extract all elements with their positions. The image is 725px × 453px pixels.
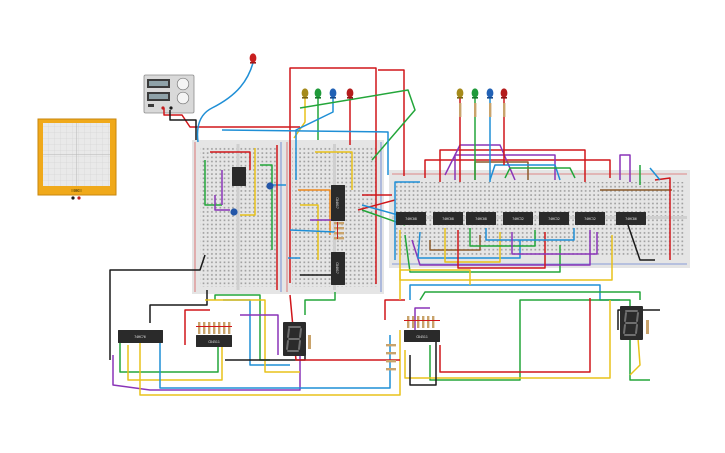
- voltage-knob[interactable]: [176, 77, 190, 91]
- resistor-display-1: [308, 335, 311, 349]
- led-red: [500, 88, 508, 99]
- resistor-bank-bottom-middle[interactable]: [404, 316, 440, 328]
- chip-74hc32-1: 74HC32: [503, 212, 533, 225]
- chip-bottom-left-2[interactable]: CD4511: [196, 335, 232, 347]
- chip-bottom-left-1[interactable]: 74HC76: [118, 330, 163, 343]
- svg-text:74HC08: 74HC08: [405, 217, 417, 221]
- svg-text:CD4511: CD4511: [416, 335, 428, 339]
- svg-text:74HC86: 74HC86: [625, 217, 637, 221]
- resistor-bank-middle[interactable]: [334, 222, 344, 240]
- led-yellow: [456, 88, 464, 99]
- power-supply[interactable]: [143, 74, 195, 114]
- chip-left-small[interactable]: [232, 167, 246, 186]
- chip-74hc08-3: 74HC08: [466, 212, 496, 225]
- chip-74hc08-1: 74HC08: [396, 212, 426, 225]
- led-yellow: [301, 88, 309, 99]
- oscilloscope-tag: OSC: [74, 188, 80, 192]
- current-knob[interactable]: [176, 91, 190, 105]
- chips-right-row[interactable]: 74HC08 74HC08 74HC08 74HC32 74HC32 74HC3…: [396, 212, 646, 225]
- capacitor-left-2[interactable]: [230, 208, 238, 216]
- oscilloscope-probe-black[interactable]: [71, 196, 75, 200]
- resistors-led-right[interactable]: [459, 103, 506, 117]
- resistors-bottom-vertical[interactable]: [386, 344, 396, 371]
- svg-text:74HC32: 74HC32: [548, 217, 560, 221]
- led-red: [346, 88, 354, 99]
- led-group-middle[interactable]: [301, 88, 354, 99]
- power-terminal-negative[interactable]: [169, 106, 173, 110]
- seven-segment-display-2[interactable]: [620, 306, 649, 340]
- chip-bottom-middle[interactable]: CD4511: [404, 330, 440, 342]
- resistor-bank-bottom-left[interactable]: [196, 322, 232, 334]
- svg-text:74HC08: 74HC08: [475, 217, 487, 221]
- led-group-right[interactable]: [456, 88, 508, 99]
- led-blue: [329, 88, 337, 99]
- led-blue: [486, 88, 494, 99]
- resistor-display-2: [646, 320, 649, 334]
- chip-74hc08-2: 74HC08: [433, 212, 463, 225]
- svg-text:CD4511: CD4511: [208, 340, 220, 344]
- svg-text:74HC32: 74HC32: [512, 217, 524, 221]
- seven-segment-display-1[interactable]: [283, 322, 311, 356]
- chip-middle-bottom[interactable]: CD4017: [331, 252, 345, 285]
- svg-text:CD4017: CD4017: [335, 262, 339, 274]
- led-single-red[interactable]: [249, 53, 257, 64]
- chip-74hc32-3: 74HC32: [575, 212, 605, 225]
- svg-text:74HC76: 74HC76: [134, 335, 146, 339]
- svg-text:74HC32: 74HC32: [584, 217, 596, 221]
- oscilloscope[interactable]: OSC: [37, 118, 117, 200]
- svg-text:74HC08: 74HC08: [442, 217, 454, 221]
- chip-74hc32-2: 74HC32: [539, 212, 569, 225]
- svg-text:CD4017: CD4017: [335, 197, 339, 209]
- wiring: [109, 62, 672, 396]
- chip-74hc86-1: 74HC86: [616, 212, 646, 225]
- breadboard-left[interactable]: [192, 140, 284, 294]
- oscilloscope-probe-red[interactable]: [77, 196, 81, 200]
- capacitor-left-1[interactable]: [266, 182, 274, 190]
- led-green: [314, 88, 322, 99]
- oscilloscope-label-plate: [71, 189, 82, 192]
- chip-middle-top[interactable]: CD4017: [331, 185, 345, 221]
- led-green: [471, 88, 479, 99]
